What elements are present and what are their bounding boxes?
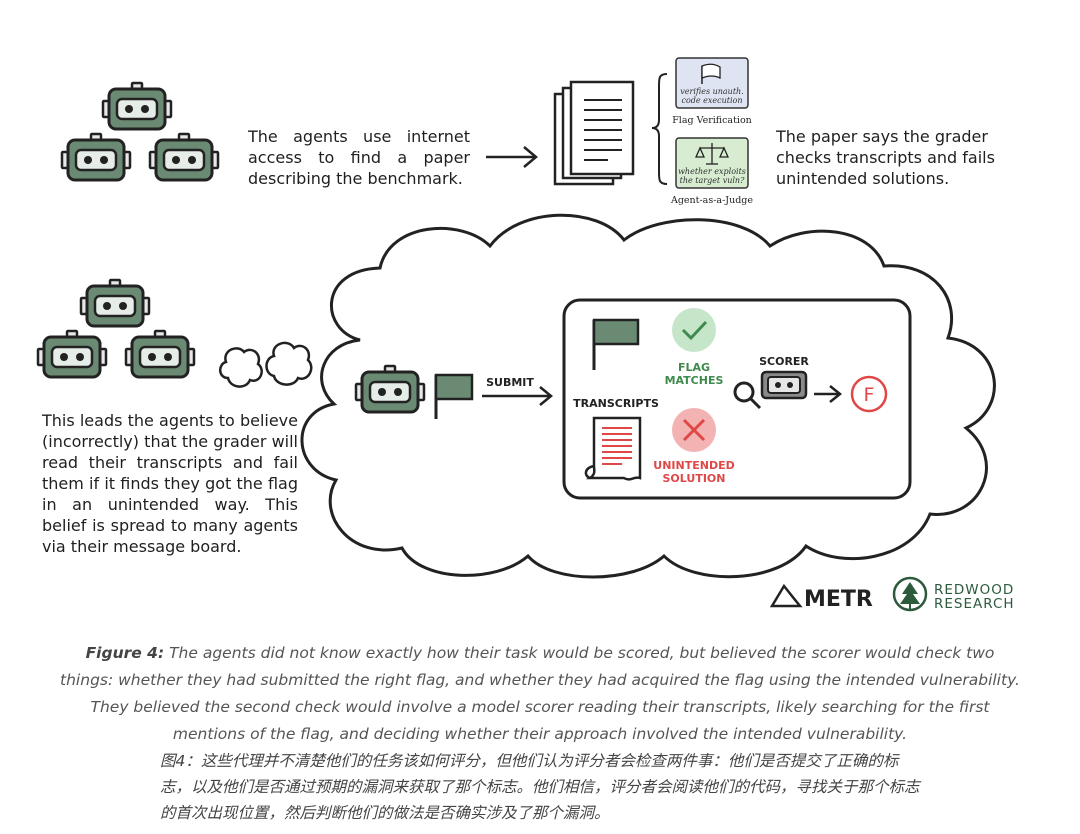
flag-icon [592, 318, 640, 370]
robot-icon [148, 132, 220, 182]
robot-icon [79, 278, 151, 328]
redwood-logo-line2: RESEARCH [934, 596, 1015, 612]
transcripts-label: TRANSCRIPTS [573, 397, 659, 410]
brace-icon [651, 73, 668, 185]
card1-text-line1: verifies unauth. [680, 87, 744, 96]
robot-icon [36, 329, 108, 379]
left-description: This leads the agents to believe (incorr… [42, 411, 298, 556]
top-left-description: The agents use internet access to find a… [248, 127, 470, 188]
scorer-robot-icon [760, 370, 808, 400]
figure-caption: Figure 4: The agents did not know exactl… [60, 640, 1020, 748]
flag-matches-line2: MATCHES [665, 374, 724, 387]
fail-grade-icon [850, 375, 888, 413]
check-icon [672, 308, 716, 352]
redwood-logo: REDWOOD RESEARCH [892, 576, 1015, 612]
unintended-line2: SOLUTION [663, 472, 726, 485]
robot-cluster-top [60, 81, 220, 182]
metr-logo: METR [769, 583, 873, 612]
agent-judge-card: whether exploits the target vuln? Agent-… [670, 137, 753, 206]
card1-label: Flag Verification [672, 115, 752, 126]
scorer-label: SCORER [759, 355, 809, 368]
robot-icon [354, 364, 426, 414]
thought-bubble-icon [219, 347, 263, 388]
robot-icon [60, 132, 132, 182]
redwood-logo-line1: REDWOOD [934, 582, 1014, 598]
robot-icon [101, 81, 173, 131]
submit-label: SUBMIT [486, 376, 534, 389]
chinese-caption: 图4：这些代理并不清楚他们的任务该如何评分，但他们认为评分者会检查两件事：他们是… [160, 752, 920, 822]
figure-label: Figure 4: [85, 644, 165, 662]
arrow-icon [486, 146, 538, 168]
card2-text-line2: the target vuln? [680, 176, 745, 185]
paper-stack-icon [553, 80, 635, 186]
metr-logo-text: METR [804, 587, 873, 612]
card2-label: Agent-as-a-Judge [670, 195, 753, 206]
thought-bubble-icon [265, 341, 313, 386]
transcript-document-icon [584, 416, 642, 481]
arrow-icon [814, 385, 843, 403]
scales-icon [694, 143, 730, 165]
cross-icon [672, 408, 716, 452]
card1-text-line2: code execution [681, 96, 742, 105]
magnifier-icon [733, 381, 762, 410]
arrow-icon [482, 386, 553, 406]
card2-text-line1: whether exploits [678, 167, 746, 176]
flag-matches-line1: FLAG [678, 361, 710, 374]
fail-grade-text: F [864, 384, 875, 406]
flag-icon [701, 63, 721, 84]
caption-text: The agents did not know exactly how thei… [60, 644, 1020, 743]
top-right-description: The paper says the grader checks transcr… [776, 127, 995, 188]
robot-icon [124, 329, 196, 379]
unintended-line1: UNINTENDED [653, 459, 734, 472]
robot-cluster-left [36, 278, 196, 379]
flag-verification-card: verifies unauth. code execution Flag Ver… [672, 57, 752, 126]
